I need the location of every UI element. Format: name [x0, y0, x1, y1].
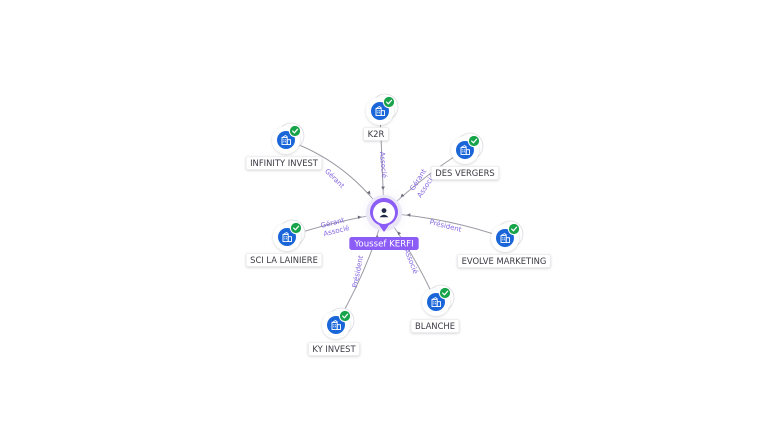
- company-label: K2R: [368, 129, 385, 139]
- company-label-box: [457, 254, 551, 268]
- company-label-box: [245, 156, 323, 170]
- company-node-blanche[interactable]: BLANCHE: [410, 284, 460, 333]
- check-badge-icon: [507, 222, 521, 236]
- company-label-box: [410, 319, 460, 333]
- relation-label: Président: [429, 218, 463, 234]
- check-badge-icon: [382, 95, 396, 109]
- person-icon: [379, 208, 389, 218]
- company-node-sci-la-lainiere[interactable]: SCI LA LAINIERE: [245, 219, 323, 267]
- relation-label: Associé: [378, 151, 388, 178]
- company-label: BLANCHE: [415, 321, 455, 331]
- person-label: Youssef KERFI: [353, 240, 413, 250]
- company-node-des-vergers[interactable]: DES VERGERS: [430, 132, 500, 180]
- company-label: EVOLVE MARKETING: [462, 256, 547, 266]
- company-node-ky-invest[interactable]: KY INVEST: [308, 307, 360, 356]
- company-label: INFINITY INVEST: [250, 158, 319, 168]
- building-icon: [431, 296, 441, 307]
- company-label: KY INVEST: [312, 344, 356, 354]
- building-icon: [282, 231, 292, 242]
- company-node-k2r[interactable]: K2R: [363, 93, 399, 141]
- company-label: SCI LA LAINIERE: [250, 255, 318, 265]
- check-badge-icon: [467, 134, 481, 148]
- check-badge-icon: [438, 286, 452, 300]
- company-nodes: K2R DES VERGERS EVOLVE MARKETING BLANCHE KY …: [245, 93, 551, 356]
- building-icon: [375, 105, 385, 116]
- check-badge-icon: [288, 124, 302, 138]
- company-node-infinity-invest[interactable]: INFINITY INVEST: [245, 122, 323, 170]
- relation-label: Associé: [402, 247, 419, 275]
- building-icon: [331, 319, 341, 330]
- building-icon: [281, 134, 291, 145]
- check-badge-icon: [289, 221, 303, 235]
- company-label-box: [363, 127, 389, 141]
- person-label-box: [349, 237, 419, 250]
- company-label-box: [245, 253, 323, 267]
- company-label: DES VERGERS: [435, 168, 494, 178]
- company-label-box: [430, 166, 500, 180]
- check-badge-icon: [338, 309, 352, 323]
- person-node[interactable]: Youssef KERFI: [349, 187, 419, 250]
- building-icon: [460, 144, 470, 155]
- building-icon: [500, 232, 510, 243]
- company-node-evolve-marketing[interactable]: EVOLVE MARKETING: [457, 220, 551, 268]
- company-label-box: [308, 342, 360, 356]
